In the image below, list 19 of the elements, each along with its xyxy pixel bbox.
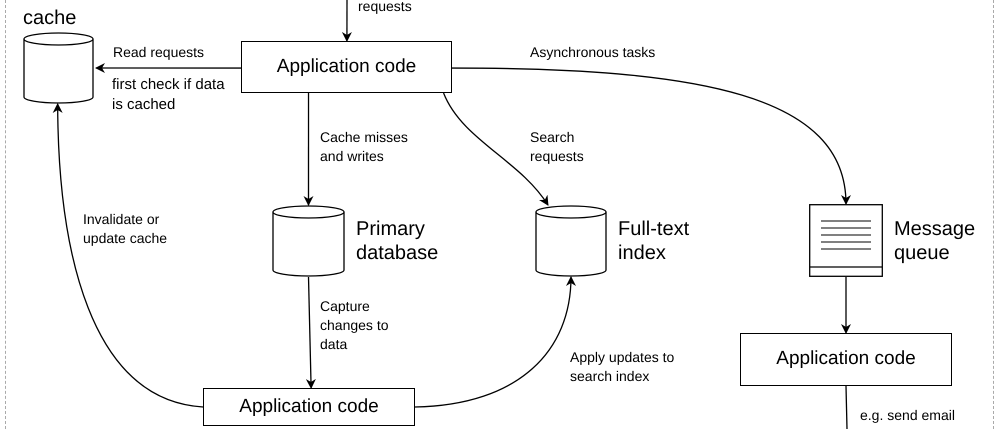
process-box: Application code [241, 41, 452, 93]
process-box: Application code [203, 388, 415, 426]
arrow [95, 63, 241, 73]
connector-line [845, 386, 848, 429]
arrow [841, 277, 851, 334]
arrow [442, 92, 549, 206]
process-box: Application code [740, 333, 952, 386]
arrow [52, 103, 204, 408]
node-label: Message queue [894, 216, 976, 264]
arrow [304, 93, 314, 206]
note-text: first check if data is cached [112, 75, 226, 115]
arrow [306, 276, 316, 389]
node-label: Primary database [356, 217, 440, 265]
arrow [414, 276, 576, 408]
arrow [342, 0, 352, 42]
node-label: cache [23, 6, 76, 30]
edge-label: requests [358, 0, 412, 16]
arrow [452, 67, 850, 205]
node-label: Full-text index [618, 217, 690, 265]
